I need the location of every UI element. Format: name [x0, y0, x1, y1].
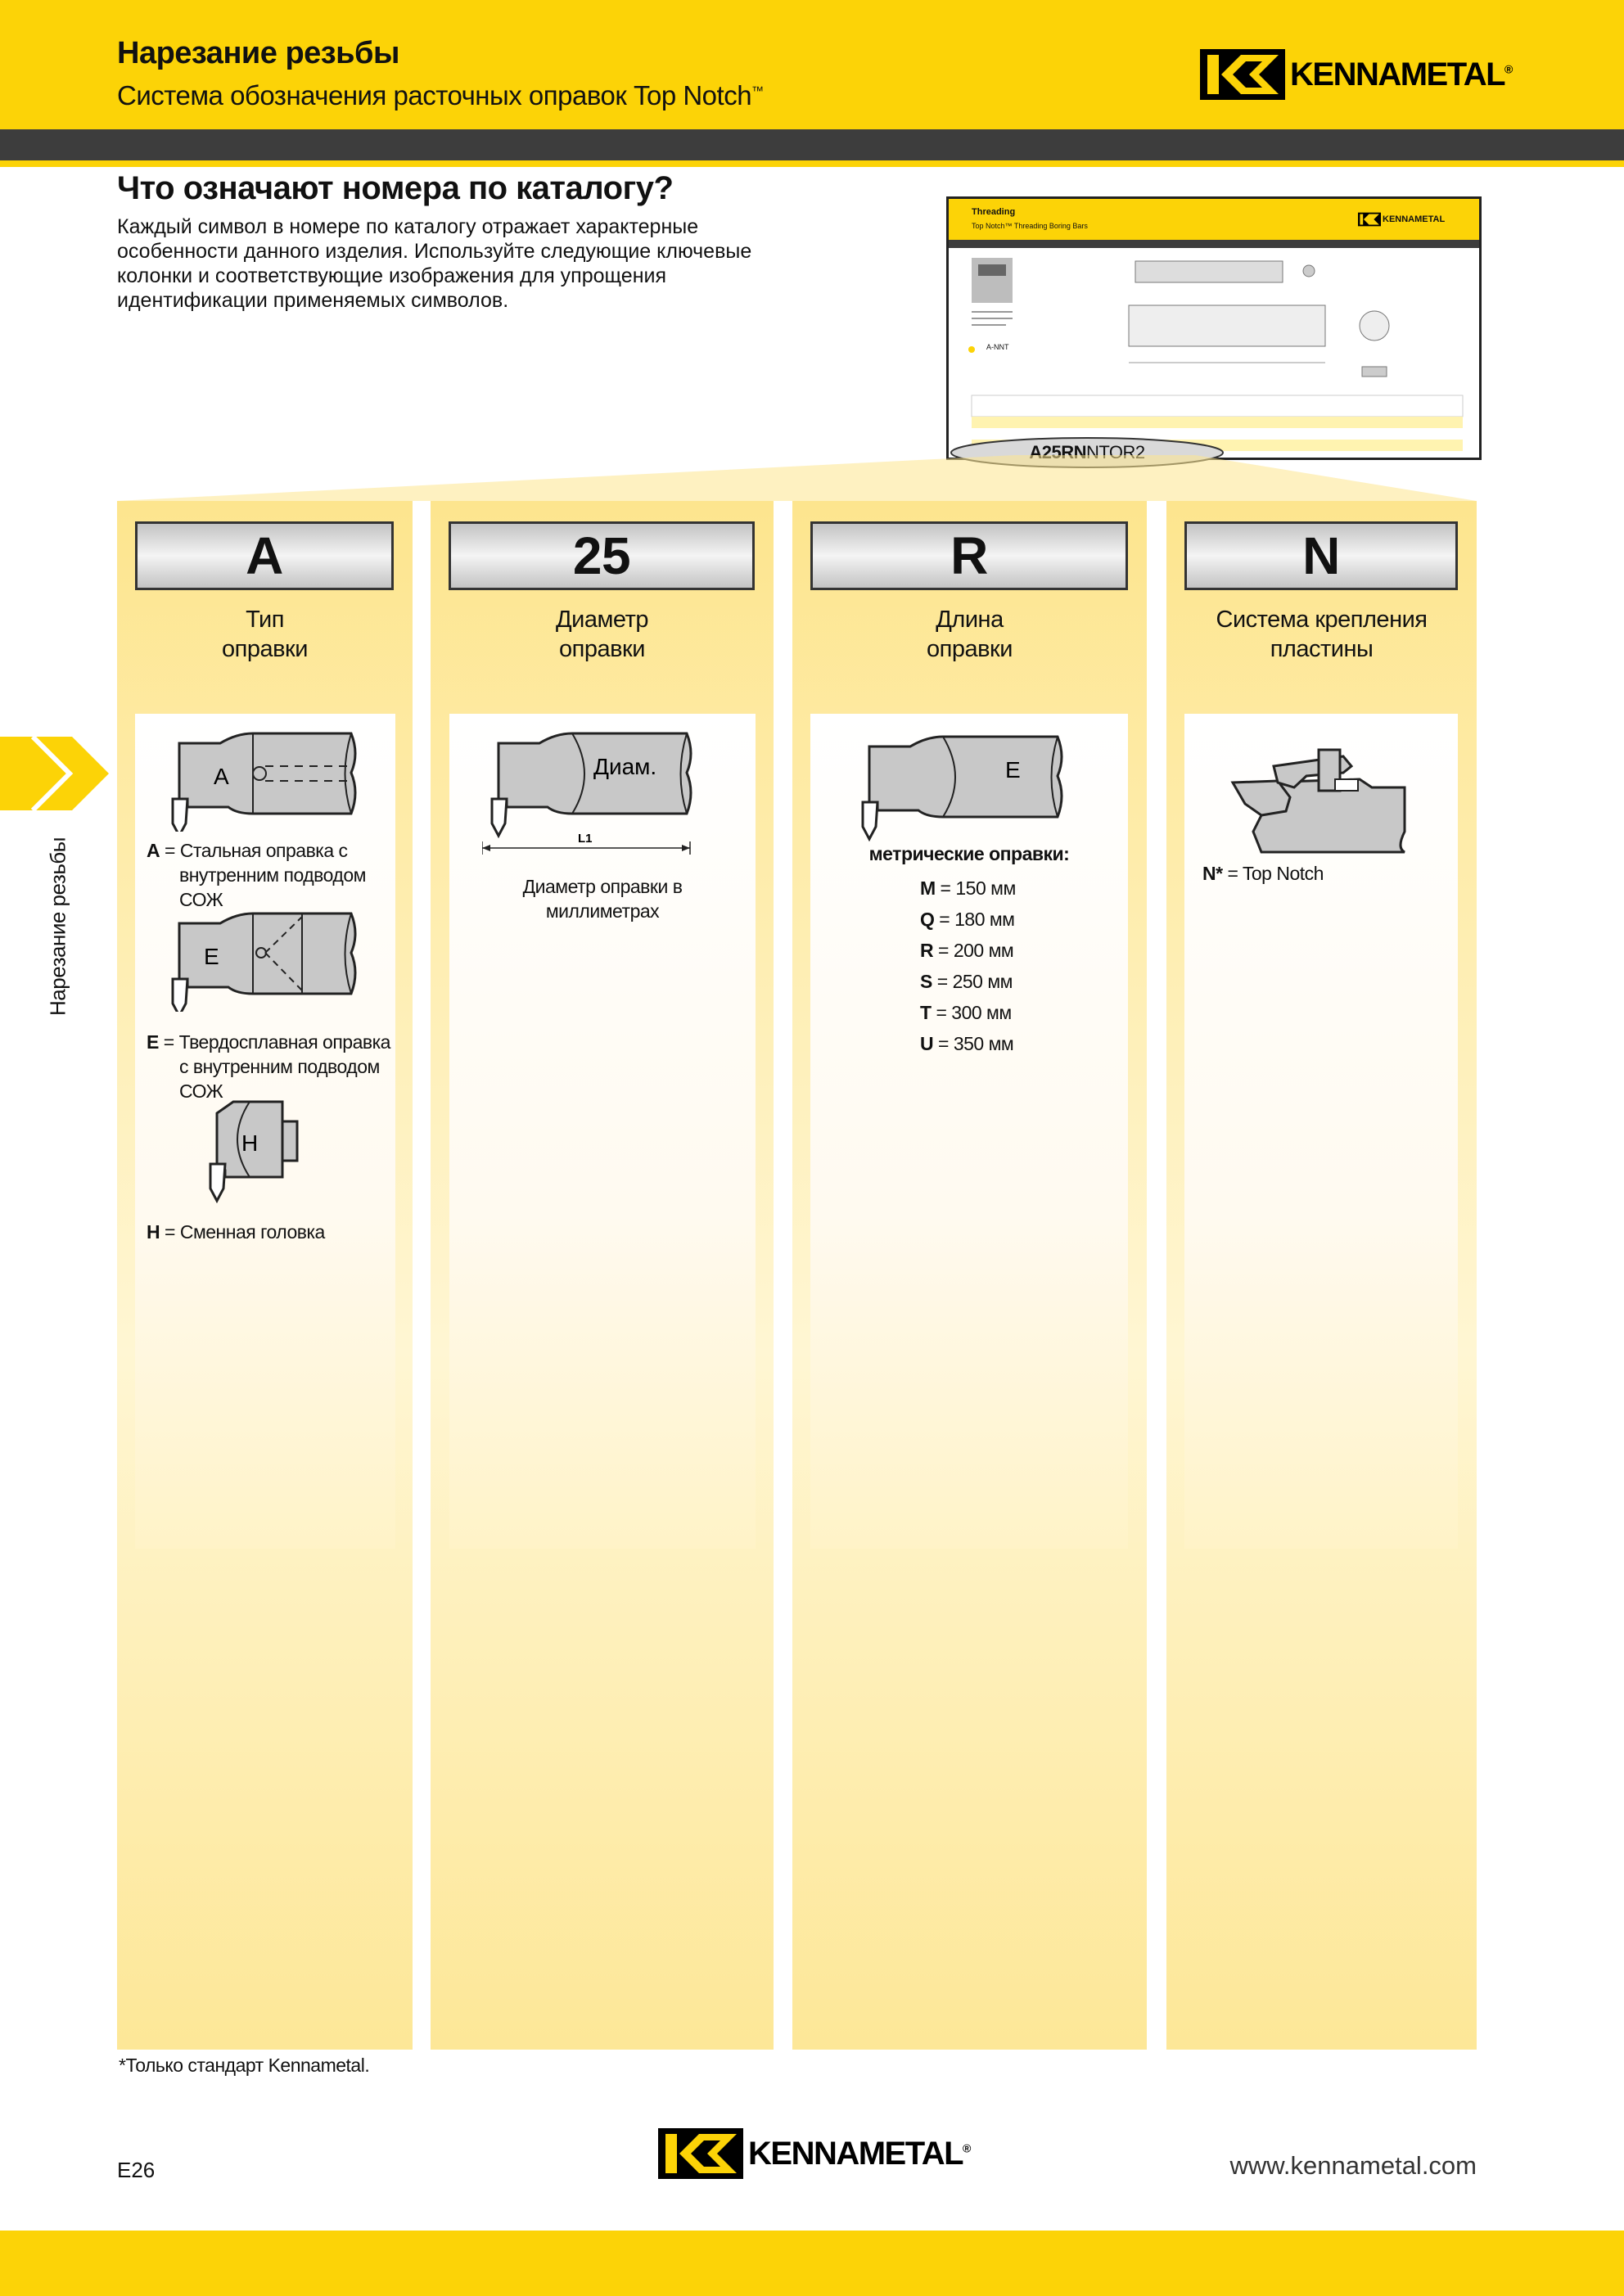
- desc-line-1: Сменная головка: [179, 1221, 325, 1243]
- desc-head: H = Сменная головка: [147, 1221, 325, 1243]
- brand-name: KENNAMETAL: [748, 2135, 964, 2172]
- section-subtitle: Система обозначения расточных оправок To…: [117, 80, 764, 111]
- column-label-bar-diameter: Диаметр оправки: [431, 605, 774, 664]
- thumb-band: [949, 240, 1479, 248]
- steel-bar-coolant-icon: A: [171, 732, 357, 832]
- length-item: Q = 180 мм: [920, 909, 1015, 930]
- dim-label-l1: L1: [578, 832, 593, 846]
- footer-bar: [0, 2231, 1624, 2296]
- desc-line-2: внутренним подводом СОЖ: [179, 864, 366, 910]
- length-item: T = 300 мм: [920, 1002, 1012, 1023]
- thumb-k-icon: [1358, 212, 1381, 227]
- label-line-2: оправки: [222, 636, 308, 662]
- key-a: A: [147, 840, 160, 861]
- desc-top-notch: N* = Top Notch: [1202, 863, 1324, 884]
- footer-kennametal-logo[interactable]: KENNAMETAL®: [658, 2128, 971, 2179]
- brand-wordmark: KENNAMETAL®: [1290, 56, 1513, 93]
- desc-steel-bar: A = Стальная оправка с внутренним подвод…: [147, 838, 395, 912]
- card-bar-diameter: Диам. L1 Диаметр оправки в миллиметрах: [449, 714, 756, 1549]
- thumb-subtitle: Top Notch™ Threading Boring Bars: [972, 222, 1088, 230]
- side-tab-chevron-icon: [0, 737, 109, 810]
- label-line-2: пластины: [1270, 636, 1374, 662]
- code-box-r: R: [810, 521, 1128, 590]
- label-line-1: Тип: [246, 607, 284, 633]
- desc-text: Top Notch: [1242, 863, 1324, 884]
- icon-letter-h: H: [241, 1130, 258, 1156]
- label-line-2: оправки: [927, 636, 1013, 662]
- label-line-1: Система крепления: [1216, 607, 1428, 633]
- card-bar-length: E метрические оправки: M = 150 мм Q = 18…: [810, 714, 1128, 1549]
- length-item: S = 250 мм: [920, 971, 1013, 992]
- registered-mark: ®: [1504, 62, 1513, 76]
- label-line-1: Длина: [936, 607, 1004, 633]
- subtitle-text: Система обозначения расточных оправок To…: [117, 80, 752, 111]
- thumb-drawing: [968, 258, 1464, 451]
- length-item: R = 200 мм: [920, 940, 1014, 961]
- desc-carbide-bar: E = Твердосплавная оправка с внутренним …: [147, 1030, 395, 1103]
- icon-letter-e: E: [1005, 757, 1021, 783]
- code-box-a: A: [135, 521, 394, 590]
- column-label-bar-length: Длина оправки: [792, 605, 1147, 664]
- desc-line-2: с внутренним подводом СОЖ: [179, 1056, 380, 1102]
- key-h: H: [147, 1221, 160, 1243]
- header-yellow-line: [0, 160, 1624, 167]
- footnote: *Только стандарт Kennametal.: [119, 2055, 370, 2076]
- trademark-mark: ™: [751, 84, 764, 98]
- page-number: E26: [117, 2158, 156, 2182]
- header-kennametal-logo[interactable]: KENNAMETAL®: [1200, 49, 1513, 100]
- length-item: M = 150 мм: [920, 877, 1016, 899]
- brand-wordmark: KENNAMETAL®: [748, 2135, 971, 2172]
- desc-line-1: Стальная оправка с: [179, 840, 348, 861]
- key-n: N*: [1202, 863, 1223, 884]
- metric-bars-title: метрические оправки:: [868, 843, 1070, 864]
- intro-text: Каждый символ в номере по каталогу отраж…: [117, 215, 752, 312]
- card-bar-type: A A = Стальная оправка с внутренним подв…: [135, 714, 395, 1549]
- icon-diameter-label: Диам.: [593, 754, 656, 779]
- top-notch-clamp-icon: [1230, 748, 1406, 854]
- icon-letter-e: E: [204, 944, 219, 969]
- kennametal-k-icon: [658, 2128, 743, 2179]
- page-header: [0, 0, 1624, 129]
- label-line-1: Диаметр: [556, 607, 648, 633]
- header-dark-band: [0, 129, 1624, 160]
- fan-connector: [117, 455, 1477, 501]
- column-label-bar-type: Тип оправки: [117, 605, 413, 664]
- desc-line-1: Диаметр оправки в: [522, 876, 683, 897]
- label-line-2: оправки: [559, 636, 645, 662]
- catalog-page-thumbnail: Threading Top Notch™ Threading Boring Ba…: [946, 196, 1482, 460]
- card-clamping-system: N* = Top Notch: [1184, 714, 1458, 1549]
- bar-diameter-icon: Диам. L1: [482, 732, 692, 855]
- brand-name: KENNAMETAL: [1290, 56, 1506, 92]
- intro-heading: Что означают номера по каталогу?: [117, 170, 674, 206]
- registered-mark: ®: [963, 2141, 971, 2155]
- icon-letter-a: A: [214, 764, 229, 789]
- desc-diameter: Диаметр оправки в миллиметрах: [449, 874, 756, 923]
- length-item: U = 350 мм: [920, 1033, 1014, 1054]
- website-link[interactable]: www.kennametal.com: [1229, 2151, 1477, 2180]
- thumb-legend: A-NNT: [986, 343, 1009, 351]
- code-box-n: N: [1184, 521, 1458, 590]
- kennametal-k-icon: [1200, 49, 1285, 100]
- code-box-25: 25: [449, 521, 755, 590]
- desc-line-1: Твердосплавная оправка: [178, 1031, 391, 1053]
- thumb-logo: KENNAMETAL: [1358, 212, 1445, 227]
- side-tab-label: Нарезание резьбы: [45, 837, 70, 1016]
- key-e: E: [147, 1031, 159, 1053]
- thumb-title: Threading: [972, 207, 1016, 217]
- desc-line-2: миллиметрах: [545, 900, 660, 922]
- thumb-brand: KENNAMETAL: [1383, 214, 1446, 224]
- length-list: M = 150 мм Q = 180 мм R = 200 мм S = 250…: [920, 873, 1016, 1059]
- section-title: Нарезание резьбы: [117, 36, 399, 70]
- bar-length-icon: E: [861, 735, 1063, 842]
- interchangeable-head-icon: H: [209, 1100, 299, 1203]
- carbide-bar-coolant-icon: E: [171, 912, 357, 1012]
- thumb-header: [949, 199, 1479, 240]
- column-label-clamping-system: Система крепления пластины: [1166, 605, 1477, 664]
